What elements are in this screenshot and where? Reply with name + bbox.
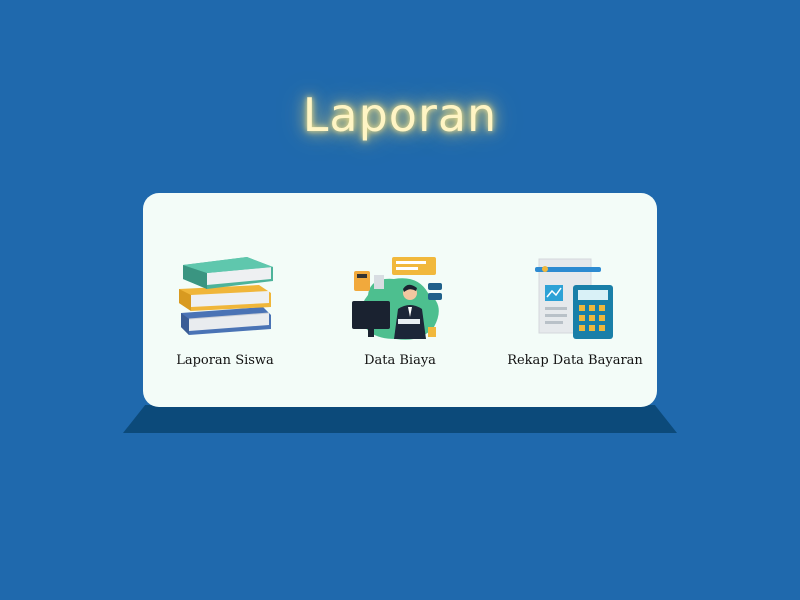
menu-item-rekap-data-bayaran[interactable]: Rekap Data Bayaran (500, 255, 650, 375)
menu-item-data-biaya[interactable]: Data Biaya (325, 255, 475, 375)
menu-item-label: Laporan Siswa (176, 353, 274, 368)
report-menu-card: Laporan Siswa (143, 193, 657, 407)
calculator-report-icon (535, 258, 613, 339)
menu-item-label: Data Biaya (364, 353, 436, 368)
menu-item-label: Rekap Data Bayaran (507, 353, 643, 368)
finance-worker-icon (352, 257, 442, 340)
books-stack-icon (179, 257, 273, 335)
menu-item-laporan-siswa[interactable]: Laporan Siswa (150, 255, 300, 375)
card-shadow-platform (123, 405, 677, 433)
page-title: Laporan (302, 88, 498, 142)
